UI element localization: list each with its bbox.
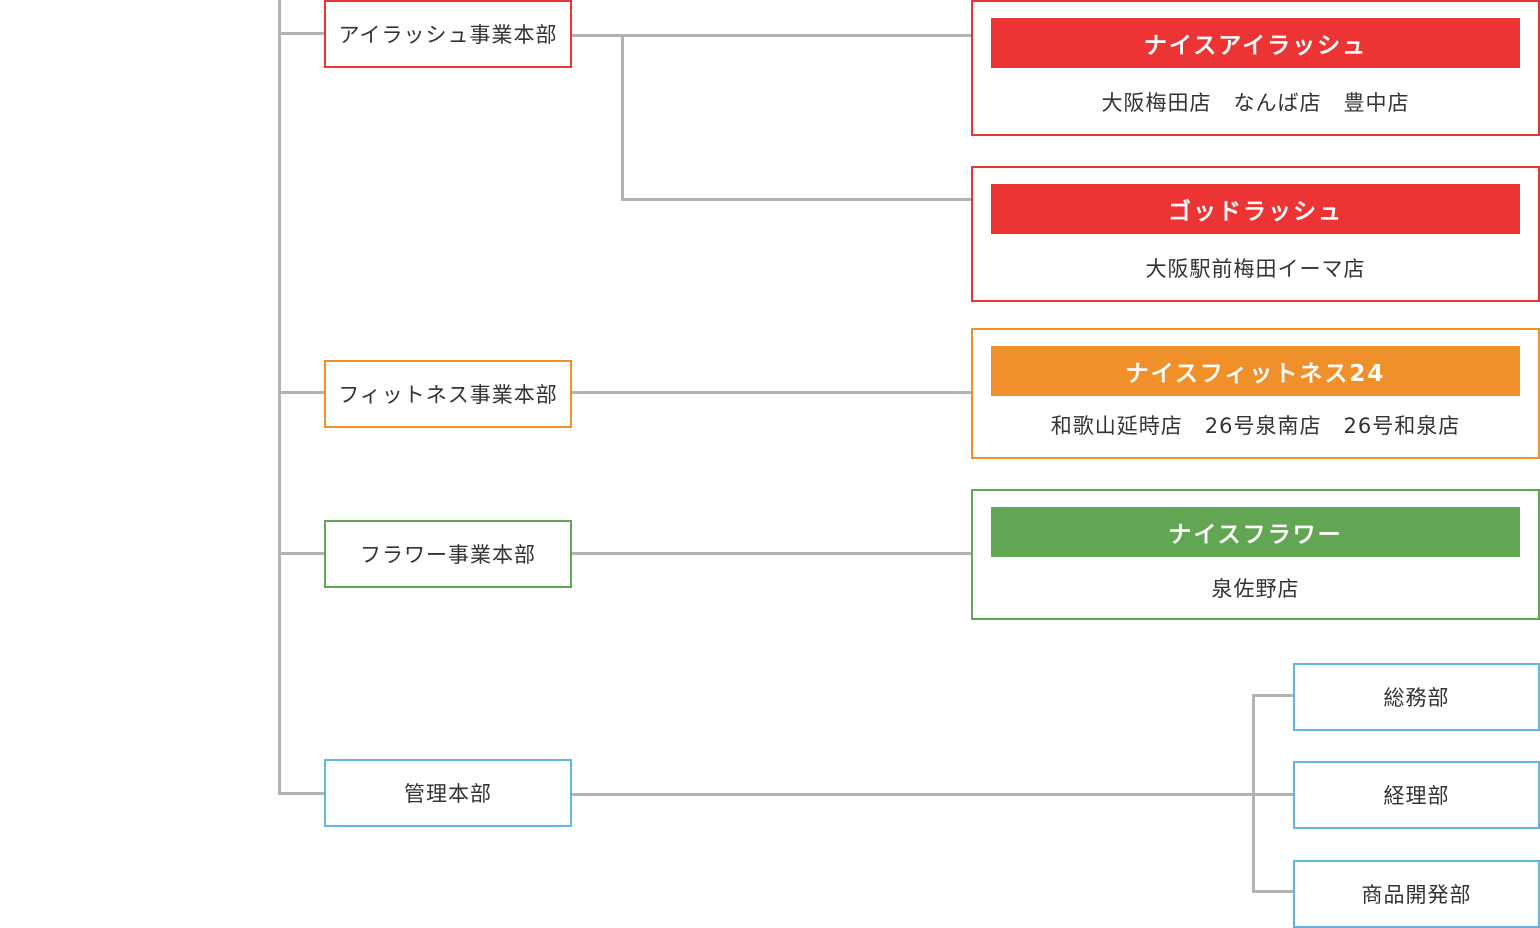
stores-nice-flower: 泉佐野店 xyxy=(1211,577,1300,601)
group-god-lash: ゴッドラッシュ 大阪駅前梅田イーマ店 xyxy=(971,166,1540,302)
dept-admin: 管理本部 xyxy=(324,759,572,827)
link-eyelash-vertical xyxy=(621,34,624,201)
section-product-development: 商品開発部 xyxy=(1293,860,1540,928)
branch-admin xyxy=(278,792,326,795)
link-admin-general xyxy=(1252,694,1296,697)
link-fitness xyxy=(570,391,973,394)
link-flower xyxy=(570,552,973,555)
link-admin-accounting xyxy=(1252,890,1296,893)
stores-nice-eyelash: 大阪梅田店 なんば店 豊中店 xyxy=(1101,91,1410,115)
branch-flower xyxy=(278,552,326,555)
group-nice-fitness: ナイスフィットネス24 和歌山延時店 26号泉南店 26号和泉店 xyxy=(971,328,1540,459)
group-nice-eyelash: ナイスアイラッシュ 大阪梅田店 なんば店 豊中店 xyxy=(971,0,1540,136)
stores-nice-fitness: 和歌山延時店 26号泉南店 26号和泉店 xyxy=(1050,414,1461,438)
brand-god-lash: ゴッドラッシュ xyxy=(991,184,1520,234)
brand-nice-flower: ナイスフラワー xyxy=(991,507,1520,557)
link-eyelash-god xyxy=(621,198,973,201)
brand-nice-eyelash: ナイスアイラッシュ xyxy=(991,18,1520,68)
link-eyelash-nice xyxy=(570,34,973,37)
link-admin-vertical xyxy=(1252,694,1255,893)
dept-flower: フラワー事業本部 xyxy=(324,520,572,588)
link-admin xyxy=(570,793,1296,796)
trunk-line xyxy=(278,0,281,795)
branch-eyelash xyxy=(278,32,326,35)
branch-fitness xyxy=(278,391,326,394)
brand-nice-fitness: ナイスフィットネス24 xyxy=(991,346,1520,396)
section-general-affairs: 総務部 xyxy=(1293,663,1540,731)
stores-god-lash: 大阪駅前梅田イーマ店 xyxy=(1145,257,1366,281)
section-accounting: 経理部 xyxy=(1293,761,1540,829)
dept-eyelash: アイラッシュ事業本部 xyxy=(324,0,572,68)
dept-fitness: フィットネス事業本部 xyxy=(324,360,572,428)
group-nice-flower: ナイスフラワー 泉佐野店 xyxy=(971,489,1540,620)
